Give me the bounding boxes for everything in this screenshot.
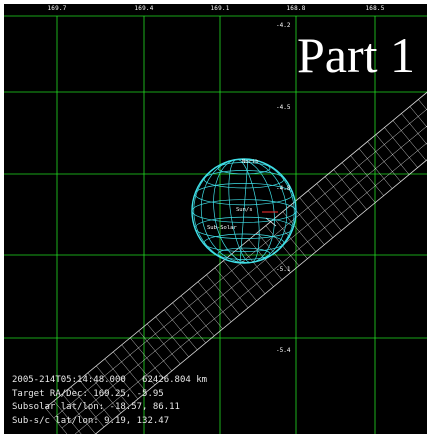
latitude-line (191, 199, 297, 223)
track-rung (240, 246, 274, 287)
track-rung (96, 365, 130, 407)
track-rung (392, 120, 427, 161)
track-rung (231, 253, 266, 294)
track-rung (409, 106, 427, 128)
track-rung (384, 127, 418, 168)
track-lane (53, 108, 427, 419)
track-rung (87, 372, 122, 414)
dec-tick-label: -4.8 (276, 185, 291, 192)
part-title: Part 1 (296, 27, 415, 83)
track-rung (358, 148, 393, 189)
track-rung (401, 113, 427, 145)
track-rung (104, 358, 139, 400)
info-line-subspacecraft: Sub-s/c lat/lon: 9.19, 132.47 (12, 415, 170, 426)
ra-tick-label: 168.8 (286, 5, 306, 12)
orbit-track (45, 91, 427, 434)
track-rung (214, 267, 249, 308)
track-rung (299, 197, 334, 238)
track-rung (282, 211, 317, 252)
track-rung (53, 400, 82, 434)
track-rung (324, 176, 359, 217)
track-rung (129, 337, 164, 379)
track-rung (146, 323, 181, 365)
track-rung (113, 351, 147, 393)
track-rung (45, 407, 68, 434)
ra-tick-label: 169.7 (47, 5, 67, 12)
globe-markers (262, 211, 278, 227)
track-rung (257, 232, 291, 273)
track-rung (197, 281, 232, 322)
track-rung (70, 386, 105, 428)
track-rung (172, 302, 206, 344)
track-rung (418, 99, 427, 111)
observation-info: 2005-214T05:14:48.000 62426.804 km Target… (12, 374, 207, 428)
track-rung (223, 260, 257, 301)
track-rung (121, 344, 156, 386)
track-rung (367, 141, 401, 182)
track-rung (375, 134, 410, 175)
sky-plot (4, 15, 427, 434)
track-rung (274, 218, 308, 259)
target-globe (191, 158, 297, 264)
dec-tick-label: -4.2 (276, 22, 291, 29)
track-rung (316, 183, 350, 224)
central-meridian (239, 158, 249, 264)
dec-tick-label: -5.1 (276, 266, 291, 273)
track-rung (291, 204, 325, 245)
track-rung (341, 162, 376, 203)
track-rung (333, 169, 367, 210)
track-rung (206, 274, 240, 315)
track-lane (61, 125, 427, 429)
ra-tick-label: 169.1 (210, 5, 230, 12)
info-line-timestamp: 2005-214T05:14:48.000 62426.804 km (12, 375, 208, 385)
track-rung (155, 316, 189, 358)
north-pole-label: North (242, 159, 259, 165)
track-rung (189, 288, 223, 329)
track-rung (138, 330, 172, 372)
track-lane (74, 142, 427, 434)
track-rung (180, 295, 215, 337)
plot-panel: 169.7 169.4 169.1 168.8 168.5 -4.2 -4.5 … (4, 4, 427, 434)
track-rung (79, 379, 113, 421)
info-line-subsolar: Subsolar lat/lon: -18.57, 86.11 (12, 402, 180, 412)
info-line-target: Target RA/Dec: 169.25, -5.95 (12, 388, 164, 399)
track-rung (248, 239, 283, 280)
latitude-line (194, 183, 294, 206)
ra-tick-label: 169.4 (134, 5, 154, 12)
sun-marker-label: Sun/s (236, 207, 253, 213)
track-lane (45, 91, 427, 409)
track-rung (163, 309, 198, 351)
track-rung (62, 393, 96, 434)
track-rung (307, 190, 342, 231)
latitude-line (194, 216, 294, 239)
dec-tick-label: -4.5 (276, 104, 291, 111)
track-rung (350, 155, 384, 196)
dec-tick-label: -5.4 (276, 347, 291, 354)
longitude-line (228, 159, 260, 263)
spacecraft-direction-marker (265, 217, 277, 227)
ra-tick-label: 168.5 (365, 5, 385, 12)
subsolar-label: Sub-Solar (207, 225, 237, 231)
track-lane (94, 159, 427, 434)
